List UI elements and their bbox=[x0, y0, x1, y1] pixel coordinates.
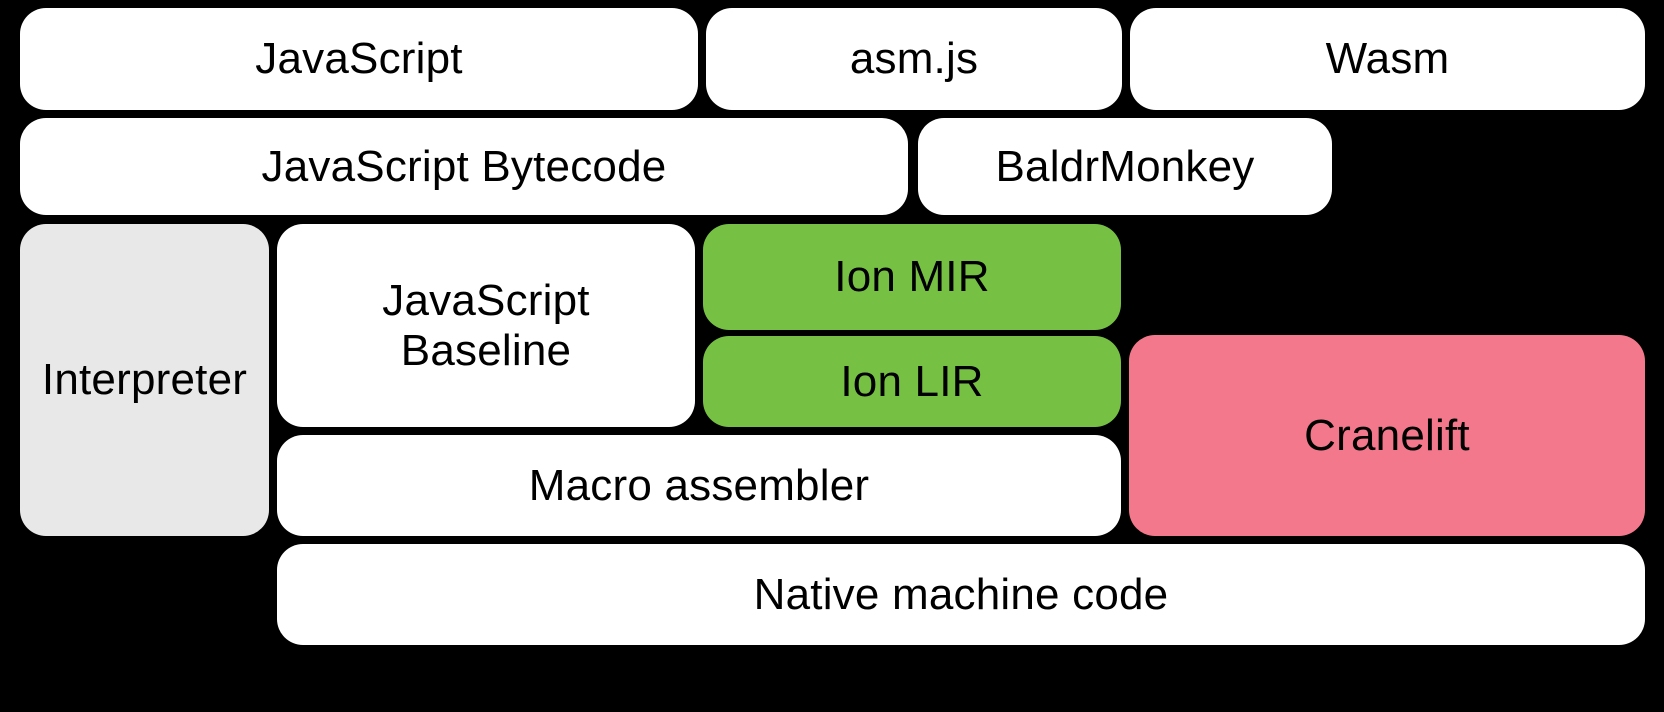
node-label: Interpreter bbox=[41, 355, 248, 405]
node-cranelift[interactable]: Cranelift bbox=[1129, 335, 1645, 536]
node-label: asm.js bbox=[849, 34, 979, 84]
node-asm-js[interactable]: asm.js bbox=[706, 8, 1122, 110]
node-ion-lir[interactable]: Ion LIR bbox=[703, 336, 1121, 427]
node-label: Native machine code bbox=[753, 569, 1169, 619]
node-label: Macro assembler bbox=[528, 460, 870, 510]
node-native-machine-code[interactable]: Native machine code bbox=[277, 544, 1645, 645]
node-label: BaldrMonkey bbox=[995, 141, 1255, 191]
node-label: Cranelift bbox=[1304, 410, 1470, 460]
node-label: JavaScript Baseline bbox=[382, 276, 590, 375]
node-wasm[interactable]: Wasm bbox=[1130, 8, 1645, 110]
node-label: Ion LIR bbox=[840, 356, 984, 406]
node-javascript[interactable]: JavaScript bbox=[20, 8, 698, 110]
node-label: Ion MIR bbox=[834, 252, 990, 302]
node-label: JavaScript Bytecode bbox=[261, 141, 667, 191]
node-interpreter[interactable]: Interpreter bbox=[20, 224, 269, 536]
node-baldrmonkey[interactable]: BaldrMonkey bbox=[918, 118, 1332, 215]
node-javascript-baseline[interactable]: JavaScript Baseline bbox=[277, 224, 695, 427]
node-label: Wasm bbox=[1325, 34, 1450, 84]
node-macro-assembler[interactable]: Macro assembler bbox=[277, 435, 1121, 536]
node-label: JavaScript bbox=[255, 34, 463, 84]
node-ion-mir[interactable]: Ion MIR bbox=[703, 224, 1121, 330]
node-javascript-bytecode[interactable]: JavaScript Bytecode bbox=[20, 118, 908, 215]
